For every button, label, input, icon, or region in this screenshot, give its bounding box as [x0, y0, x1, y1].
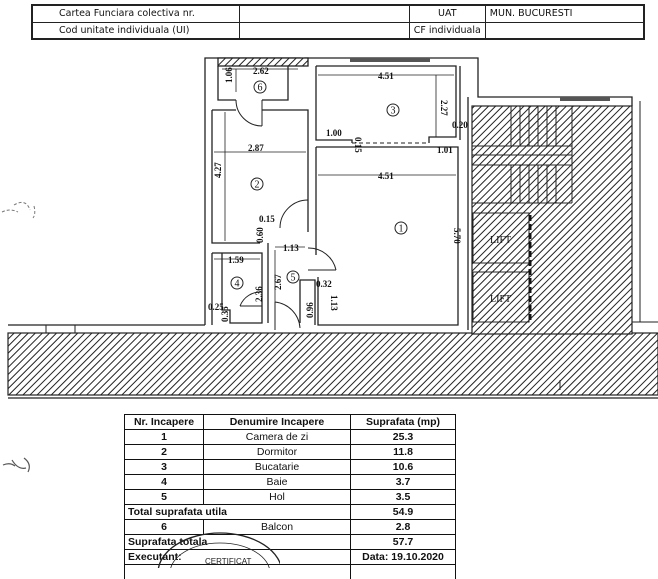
uat-label: UAT	[408, 5, 486, 23]
svg-text:CERTIFICAT: CERTIFICAT	[205, 557, 251, 566]
cf-individuala-label: CF individuala	[408, 21, 486, 39]
svg-text:1.13: 1.13	[329, 295, 339, 311]
table-row: 4 Baie 3.7	[124, 474, 456, 490]
svg-text:1.00: 1.00	[326, 128, 342, 138]
svg-text:4.51: 4.51	[378, 71, 394, 81]
pen-mark	[2, 457, 30, 473]
uat-value: MUN. BUCURESTI	[484, 5, 645, 23]
col-header-nr: Nr. Incapere	[124, 414, 204, 430]
svg-text:4.27: 4.27	[213, 162, 223, 178]
svg-text:0.35: 0.35	[220, 306, 230, 322]
room-number: 6	[258, 83, 263, 94]
room-number: 1	[399, 224, 404, 235]
svg-text:0.20: 0.20	[452, 120, 468, 130]
cod-ui-label: Cod unitate individuala (UI)	[31, 21, 241, 39]
svg-text:1.13: 1.13	[283, 243, 299, 253]
svg-text:0.15: 0.15	[259, 214, 275, 224]
table-row: 5 Hol 3.5	[124, 489, 456, 505]
table-row: 2 Dormitor 11.8	[124, 444, 456, 460]
carte-funciara-value	[239, 5, 410, 23]
svg-text:2.87: 2.87	[248, 143, 264, 153]
total-row: Suprafata totala 57.7	[124, 534, 456, 550]
room-number: 2	[255, 180, 260, 191]
executant-row: Executant: Data: 19.10.2020	[124, 549, 456, 565]
svg-text:5.70: 5.70	[452, 228, 462, 244]
carte-funciara-label: Cartea Funciara colectiva nr.	[31, 5, 241, 23]
room-number: 4	[235, 279, 240, 290]
lift-label: LIFT	[490, 235, 511, 246]
room-number: 5	[291, 273, 296, 284]
svg-text:1.06: 1.06	[224, 67, 234, 83]
cod-ui-value	[239, 21, 410, 39]
table-row: 3 Bucatarie 10.6	[124, 459, 456, 475]
svg-text:1.01: 1.01	[437, 145, 453, 155]
certification-stamp: CERTIFICAT	[157, 532, 280, 568]
svg-text:0.60: 0.60	[255, 227, 265, 243]
svg-text:2.67: 2.67	[273, 274, 283, 290]
svg-text:0.96: 0.96	[305, 302, 315, 318]
floor-plan: LIFT LIFT	[1, 57, 658, 399]
col-header-area: Suprafata (mp)	[350, 414, 456, 430]
room-number: 3	[391, 106, 396, 117]
svg-text:2.27: 2.27	[439, 100, 449, 116]
svg-text:0.32: 0.32	[316, 279, 332, 289]
cf-individuala-value	[484, 21, 645, 39]
lift-label: LIFT	[490, 294, 511, 305]
table-row: 1 Camera de zi 25.3	[124, 429, 456, 445]
svg-text:2.36: 2.36	[254, 286, 264, 302]
svg-text:0.25: 0.25	[208, 302, 224, 312]
room-area-table: Nr. Incapere Denumire Incapere Suprafata…	[124, 414, 456, 579]
svg-text:0.15: 0.15	[353, 137, 363, 153]
svg-text:4.51: 4.51	[378, 171, 394, 181]
total-util-row: Total suprafata utila 54.9	[124, 504, 456, 520]
col-header-name: Denumire Incapere	[203, 414, 351, 430]
svg-text:1.59: 1.59	[228, 255, 244, 265]
corridor-wall	[7, 332, 658, 396]
cadastral-header: Cartea Funciara colectiva nr. UAT MUN. B…	[31, 4, 645, 40]
pen-mark	[1, 201, 36, 219]
svg-text:2.62: 2.62	[253, 66, 269, 76]
